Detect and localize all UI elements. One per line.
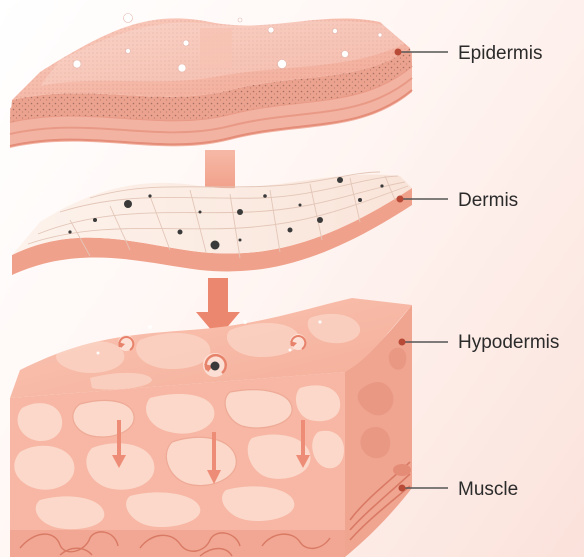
dermis-label: Dermis (458, 190, 518, 212)
hypodermis-block (0, 298, 412, 557)
epidermis-label: Epidermis (458, 43, 542, 65)
epidermis-layer (10, 14, 412, 149)
hypodermis-label: Hypodermis (458, 332, 559, 354)
muscle-label: Muscle (458, 479, 518, 501)
